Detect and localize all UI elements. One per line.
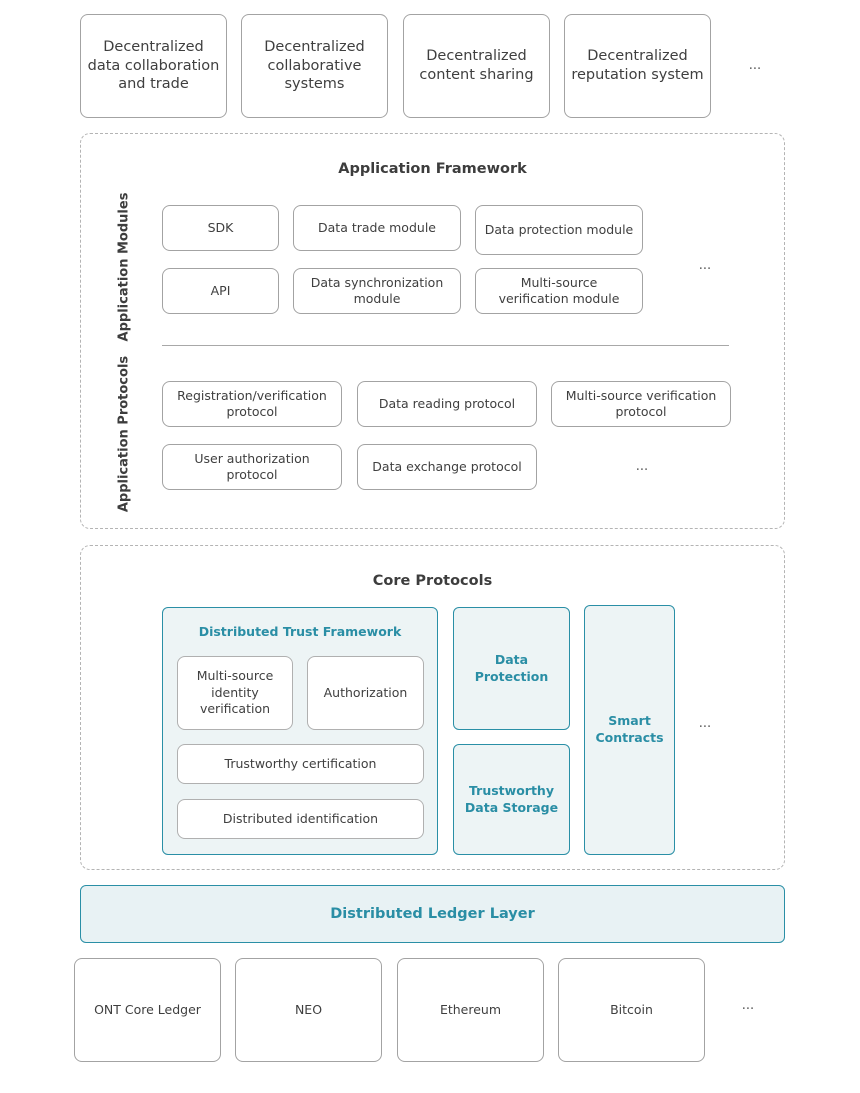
applications-more: ...	[748, 58, 762, 73]
app-data-collaboration: Decentralized data collaboration and tra…	[80, 14, 227, 118]
distributed-ledger-layer-label: Distributed Ledger Layer	[330, 906, 535, 922]
ledger-label: Ethereum	[439, 1002, 502, 1017]
smart-contracts-panel: Smart Contracts	[584, 605, 675, 855]
protocol-user-authorization: User authorization protocol	[162, 444, 342, 490]
authorization: Authorization	[307, 656, 424, 730]
protocol-label: Data reading protocol	[378, 396, 516, 411]
data-protection-panel: Data Protection	[453, 607, 570, 730]
app-collaborative-systems: Decentralized collaborative systems	[241, 14, 388, 118]
ledger-ethereum: Ethereum	[397, 958, 544, 1062]
protocol-data-reading: Data reading protocol	[357, 381, 537, 427]
protocol-label: User authorization protocol	[194, 451, 310, 482]
app-reputation-system: Decentralized reputation system	[564, 14, 711, 118]
ledger-label: ONT Core Ledger	[94, 1002, 201, 1017]
trust-item-label: Distributed identification	[222, 810, 379, 826]
data-protection-label: Data Protection	[474, 651, 549, 684]
module-data-protection: Data protection module	[475, 205, 643, 255]
ledger-bitcoin: Bitcoin	[558, 958, 705, 1062]
trustworthy-data-storage-panel: Trustworthy Data Storage	[453, 744, 570, 855]
trust-item-label: Authorization	[323, 684, 408, 700]
module-data-trade: Data trade module	[293, 205, 461, 251]
module-sdk: SDK	[162, 205, 279, 251]
protocols-more: ...	[635, 459, 649, 474]
core-protocols-panel	[80, 545, 785, 870]
core-protocols-title: Core Protocols	[372, 573, 493, 589]
protocol-data-exchange: Data exchange protocol	[357, 444, 537, 490]
ledger-ont-core: ONT Core Ledger	[74, 958, 221, 1062]
module-label: SDK	[207, 220, 234, 235]
smart-contracts-label: Smart Contracts	[595, 713, 664, 745]
trustworthy-data-storage-label: Trustworthy Data Storage	[464, 782, 559, 815]
ledger-label: NEO	[294, 1002, 323, 1017]
module-label: Data synchronization module	[310, 275, 444, 306]
application-framework-panel	[80, 133, 785, 529]
distributed-ledger-layer: Distributed Ledger Layer	[80, 885, 785, 943]
ledgers-more: ...	[741, 998, 755, 1013]
modules-protocols-divider	[162, 345, 729, 346]
protocol-multi-source-verification: Multi-source verification protocol	[551, 381, 731, 427]
app-label: Decentralized collaborative systems	[264, 39, 365, 93]
ledger-neo: NEO	[235, 958, 382, 1062]
module-label: API	[210, 283, 231, 298]
app-label: Decentralized content sharing	[419, 48, 534, 83]
module-label: Data protection module	[484, 222, 634, 237]
app-label: Decentralized data collaboration and tra…	[87, 39, 220, 93]
protocol-label: Data exchange protocol	[372, 459, 522, 474]
app-content-sharing: Decentralized content sharing	[403, 14, 550, 118]
core-more: ...	[698, 716, 712, 731]
module-data-synchronization: Data synchronization module	[293, 268, 461, 314]
application-framework-title: Application Framework	[338, 161, 527, 177]
module-label: Multi-source verification module	[498, 275, 620, 306]
application-protocols-label: Application Protocols	[116, 355, 132, 513]
protocol-registration-verification: Registration/verification protocol	[162, 381, 342, 427]
module-label: Data trade module	[318, 220, 436, 235]
app-label: Decentralized reputation system	[571, 48, 704, 83]
trustworthy-certification: Trustworthy certification	[177, 744, 424, 784]
distributed-trust-framework-title: Distributed Trust Framework	[198, 624, 402, 639]
distributed-identification: Distributed identification	[177, 799, 424, 839]
ledger-label: Bitcoin	[610, 1002, 653, 1017]
modules-more: ...	[698, 258, 712, 273]
protocol-label: Registration/verification protocol	[177, 388, 327, 419]
protocol-label: Multi-source verification protocol	[565, 388, 717, 419]
module-api: API	[162, 268, 279, 314]
trust-item-label: Trustworthy certification	[224, 755, 377, 771]
application-modules-label: Application Modules	[116, 192, 132, 342]
trust-item-label: Multi-source identity verification	[196, 668, 274, 717]
module-multi-source-verification: Multi-source verification module	[475, 268, 643, 314]
multi-source-identity-verification: Multi-source identity verification	[177, 656, 293, 730]
